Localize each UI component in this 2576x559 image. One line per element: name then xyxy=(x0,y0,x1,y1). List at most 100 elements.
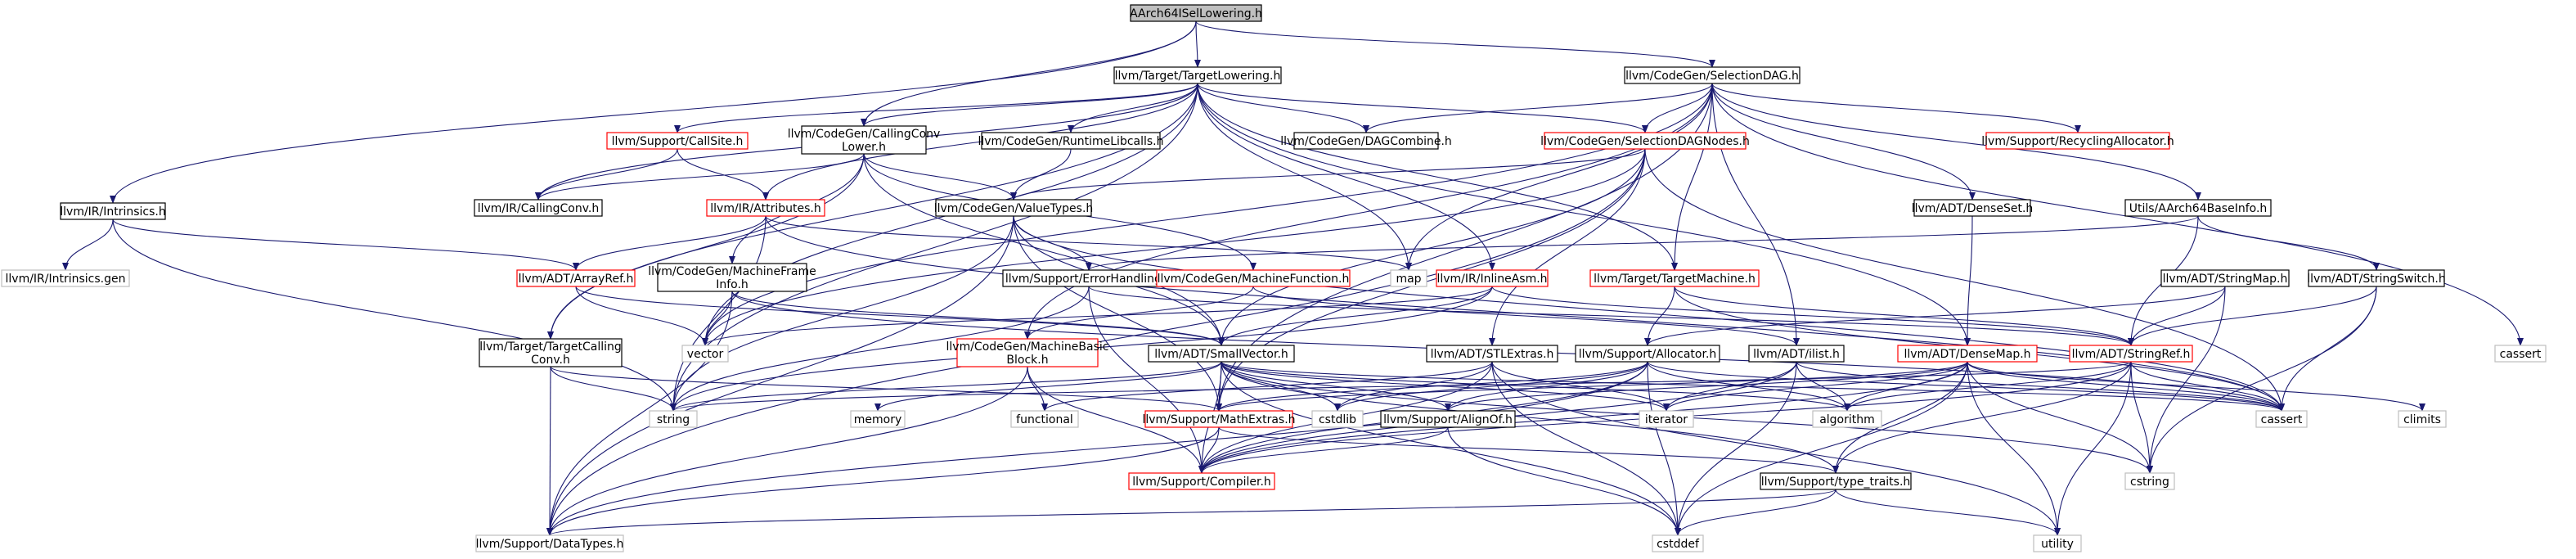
node-box xyxy=(1812,410,1882,428)
graph-node-errh[interactable]: llvm/Support/ErrorHandling.h xyxy=(1002,269,1176,287)
graph-node-arrayref[interactable]: llvm/ADT/ArrayRef.h xyxy=(516,269,636,287)
graph-node-mfunc[interactable]: llvm/CodeGen/MachineFunction.h xyxy=(1156,269,1351,287)
edge-tmachine-to-allocator xyxy=(1644,286,1675,346)
graph-node-strmap[interactable]: llvm/ADT/StringMap.h xyxy=(2160,269,2290,287)
node-box xyxy=(981,132,1161,150)
node-label: llvm/ADT/SmallVector.h xyxy=(1154,348,1288,361)
graph-node-compiler[interactable]: llvm/Support/Compiler.h xyxy=(1128,472,1275,490)
edge-ilist-to-iterator xyxy=(1663,361,1797,412)
graph-node-recycl[interactable]: llvm/Support/RecyclingAllocator.h xyxy=(1981,132,2174,150)
edge-densemap-to-alignof xyxy=(1445,361,1968,412)
node-label: algorithm xyxy=(1819,413,1875,426)
edge-sdag-to-a64base xyxy=(1711,83,2201,201)
node-box xyxy=(1128,472,1275,490)
graph-node-cstddef: cstddef xyxy=(1652,534,1704,552)
edge-tl-to-inlineasm xyxy=(1197,83,1495,271)
graph-node-stlextras[interactable]: llvm/ADT/STLExtras.h xyxy=(1426,345,1558,363)
graph-node-sdag[interactable]: llvm/CodeGen/SelectionDAG.h xyxy=(1624,66,1801,84)
graph-node-intr[interactable]: llvm/IR/Intrinsics.h xyxy=(60,202,166,220)
node-box xyxy=(681,345,729,363)
edge-tl-to-dagcombine xyxy=(1197,83,1369,133)
graph-node-strswitch[interactable]: llvm/ADT/StringSwitch.h xyxy=(2307,269,2446,287)
graph-node-vt[interactable]: llvm/CodeGen/ValueTypes.h xyxy=(934,199,1094,217)
graph-node-datatypes: llvm/Support/DataTypes.h xyxy=(475,534,624,552)
graph-node-callsite[interactable]: llvm/Support/CallSite.h xyxy=(606,132,749,150)
edge-tl-to-tmachine xyxy=(1197,83,1678,271)
graph-node-ilist[interactable]: llvm/ADT/ilist.h xyxy=(1748,345,1845,363)
edge-sdag-to-cassert2 xyxy=(1711,83,2524,346)
edge-strref-to-algorithm xyxy=(1844,361,2132,412)
graph-node-cstdlib: cstdlib xyxy=(1311,410,1364,428)
edge-arrayref-to-smallvec xyxy=(575,286,1225,346)
graph-node-smallvec[interactable]: llvm/ADT/SmallVector.h xyxy=(1148,345,1295,363)
graph-node-inlineasm[interactable]: llvm/IR/InlineAsm.h xyxy=(1436,269,1549,287)
graph-node-vector: vector xyxy=(681,345,729,363)
node-label: llvm/CodeGen/MachineFunction.h xyxy=(1158,273,1350,286)
node-label: string xyxy=(657,413,690,426)
edge-cconvlower-to-tcallconv xyxy=(547,153,865,340)
node-label: Block.h xyxy=(1006,354,1048,367)
edge-rtlibcalls-to-vt xyxy=(1010,148,1072,201)
graph-node-sdnodes[interactable]: llvm/CodeGen/SelectionDAGNodes.h xyxy=(1540,132,1750,150)
node-box xyxy=(1760,472,1912,490)
node-label: memory xyxy=(854,413,902,426)
edge-sdag-to-recycl xyxy=(1711,83,2081,133)
node-label: map xyxy=(1396,273,1421,286)
edge-densemap-to-cstddef xyxy=(1675,361,1968,536)
graph-node-root[interactable]: AArch64ISelLowering.h xyxy=(1130,4,1262,22)
edge-mathextras-to-typetraits xyxy=(1218,426,1839,474)
edge-irattr-to-map xyxy=(765,215,1412,271)
graph-node-densemap[interactable]: llvm/ADT/DenseMap.h xyxy=(1897,345,2038,363)
edge-smallvec-to-cassert xyxy=(1221,361,2285,412)
graph-node-dagcombine[interactable]: llvm/CodeGen/DAGCombine.h xyxy=(1280,132,1452,150)
node-label: cassert xyxy=(2500,348,2542,361)
node-box xyxy=(60,202,166,220)
node-box xyxy=(2255,410,2308,428)
edge-tl-to-rtlibcalls xyxy=(1068,83,1198,133)
graph-node-allocator[interactable]: llvm/Support/Allocator.h xyxy=(1575,345,1720,363)
edge-allocator-to-cstdlib xyxy=(1334,361,1648,412)
graph-node-rtlibcalls[interactable]: llvm/CodeGen/RuntimeLibcalls.h xyxy=(978,132,1164,150)
graph-node-irconv[interactable]: llvm/IR/CallingConv.h xyxy=(474,199,603,217)
edge-sdag-to-tmachine xyxy=(1671,83,1713,271)
edge-cconvlower-to-smallvec xyxy=(863,153,1225,346)
node-box xyxy=(1436,269,1549,287)
node-box xyxy=(1311,410,1364,428)
graph-node-alignof[interactable]: llvm/Support/AlignOf.h xyxy=(1380,410,1516,428)
graph-node-a64base[interactable]: Utils/AArch64BaseInfo.h xyxy=(2124,199,2272,217)
node-label: llvm/CodeGen/SelectionDAG.h xyxy=(1625,70,1799,83)
node-box xyxy=(1748,345,1845,363)
graph-node-irattr[interactable]: llvm/IR/Attributes.h xyxy=(706,199,825,217)
edge-strswitch-to-cstring xyxy=(2147,286,2377,474)
edge-mfunc-to-ilist xyxy=(1252,286,1800,346)
edge-allocator-to-datatypes xyxy=(546,361,1648,536)
edge-densemap-to-mathextras xyxy=(1216,361,1968,412)
node-label: vector xyxy=(687,348,724,361)
graph-node-tl[interactable]: llvm/Target/TargetLowering.h xyxy=(1113,66,1282,84)
node-label: llvm/Support/DataTypes.h xyxy=(476,538,624,551)
graph-node-tmachine[interactable]: llvm/Target/TargetMachine.h xyxy=(1589,269,1760,287)
node-label: llvm/IR/Intrinsics.h xyxy=(60,205,166,219)
graph-node-strref[interactable]: llvm/ADT/StringRef.h xyxy=(2069,345,2193,363)
edge-irattr-to-arrayref xyxy=(573,215,767,271)
node-label: climits xyxy=(2403,413,2441,426)
graph-node-denseset[interactable]: llvm/ADT/DenseSet.h xyxy=(1912,199,2034,217)
edge-mbb-to-functional xyxy=(1027,366,1048,412)
graph-node-mathextras[interactable]: llvm/Support/MathExtras.h xyxy=(1142,410,1296,428)
edge-strref-to-string xyxy=(670,361,2132,412)
node-box xyxy=(850,410,906,428)
edge-tl-to-sdnodes xyxy=(1197,83,1648,133)
edge-sdnodes-to-vt xyxy=(1010,148,1646,201)
graph-node-typetraits[interactable]: llvm/Support/type_traits.h xyxy=(1760,472,1912,490)
edge-mframe-to-datatypes xyxy=(546,291,733,536)
edge-vt-to-mathextras xyxy=(1013,215,1222,412)
edge-mbb-to-compiler xyxy=(1027,366,1205,474)
node-box xyxy=(1897,345,2038,363)
node-label: cstdlib xyxy=(1319,413,1356,426)
edge-errh-to-string xyxy=(670,286,1090,412)
